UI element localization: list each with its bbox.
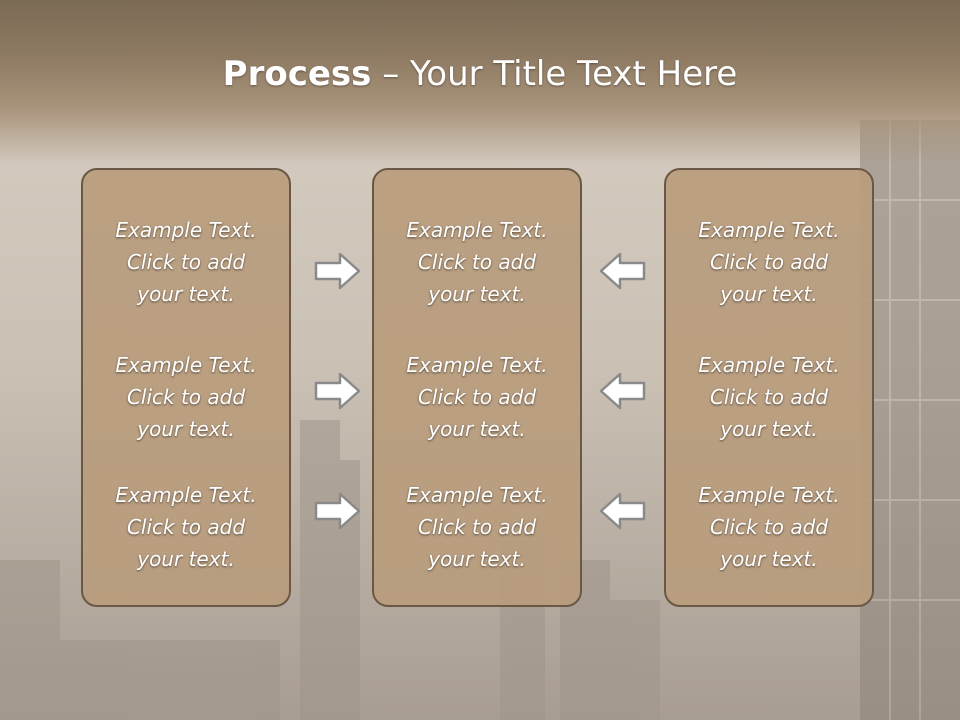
text-placeholder[interactable]: Example Text. Click to add your text. [698,353,840,441]
text-placeholder[interactable]: Example Text. Click to add your text. [406,218,548,306]
text-placeholder[interactable]: Example Text. Click to add your text. [698,483,840,571]
arrow-right-icon[interactable] [314,251,362,291]
text-placeholder[interactable]: Example Text. Click to add your text. [406,353,548,441]
text-placeholder[interactable]: Example Text. Click to add your text. [698,218,840,306]
arrow-right-icon[interactable] [314,371,362,411]
title-band [0,0,960,165]
title-dash: – [371,54,411,94]
text-placeholder[interactable]: Example Text. Click to add your text. [115,483,257,571]
text-placeholder[interactable]: Example Text. Click to add your text. [115,218,257,306]
arrow-left-icon[interactable] [598,371,646,411]
arrow-right-icon[interactable] [314,491,362,531]
text-placeholder[interactable]: Example Text. Click to add your text. [406,483,548,571]
title-bold-part: Process [222,54,372,94]
title-rest-part: Your Title Text Here [410,54,738,94]
process-box-center[interactable]: Example Text. Click to add your text. Ex… [372,168,582,607]
slide-title[interactable]: Process – Your Title Text Here [0,52,960,96]
arrow-left-icon[interactable] [598,491,646,531]
process-box-left[interactable]: Example Text. Click to add your text. Ex… [81,168,291,607]
process-box-right[interactable]: Example Text. Click to add your text. Ex… [664,168,874,607]
arrow-left-icon[interactable] [598,251,646,291]
text-placeholder[interactable]: Example Text. Click to add your text. [115,353,257,441]
